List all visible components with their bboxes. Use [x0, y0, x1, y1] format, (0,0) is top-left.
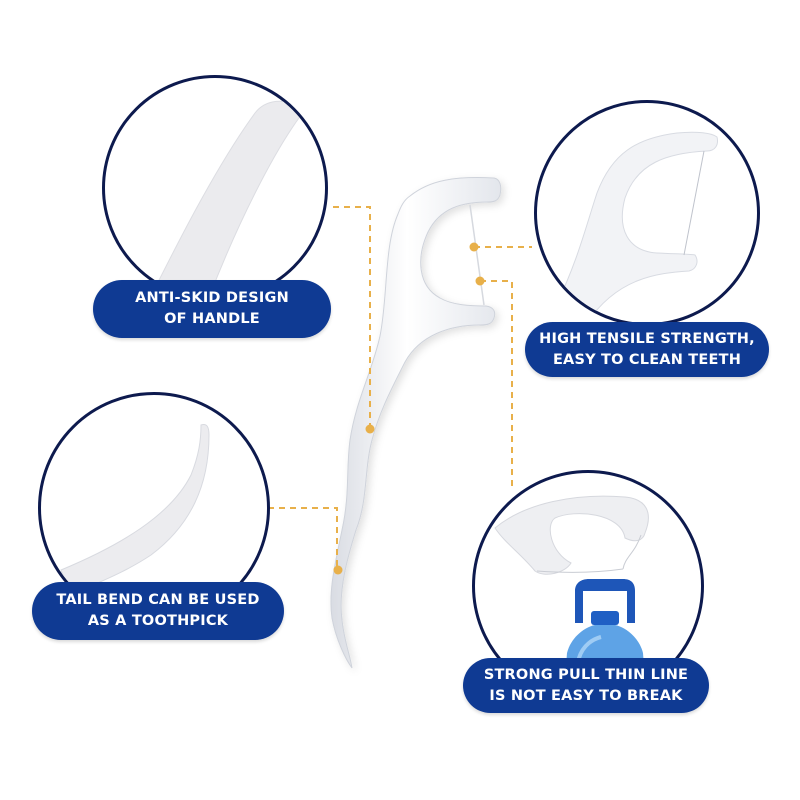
- connector-dots: [333, 242, 485, 575]
- handle-closeup-circle: [102, 75, 328, 301]
- tail-tip-closeup-image: [60, 424, 210, 596]
- feature-label-tensile: HIGH TENSILE STRENGTH, EASY TO CLEAN TEE…: [525, 322, 769, 377]
- connector-lines: [268, 206, 532, 570]
- feature-label-handle: ANTI-SKID DESIGN OF HANDLE: [93, 280, 331, 338]
- floss-thread: [469, 204, 485, 306]
- handle-closeup-image: [149, 100, 306, 298]
- floss-head-closeup-image: [556, 131, 718, 323]
- feature-label-pull-strength: STRONG PULL THIN LINE IS NOT EASY TO BRE…: [463, 658, 709, 713]
- feature-label-toothpick: TAIL BEND CAN BE USED AS A TOOTHPICK: [32, 582, 284, 640]
- floss-head-closeup-circle: [534, 100, 760, 326]
